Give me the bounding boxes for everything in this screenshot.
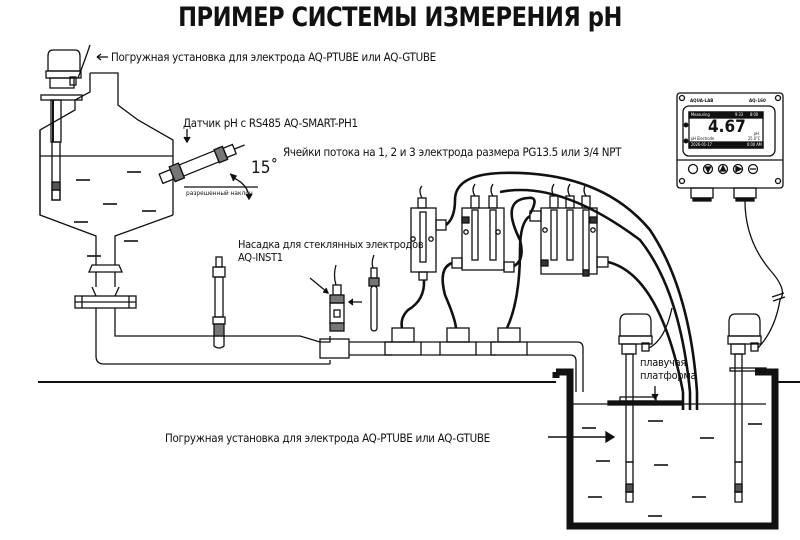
controller-down-button[interactable] (702, 163, 714, 175)
smart-ph-sensor (158, 143, 245, 185)
inline-ph-electrode (212, 256, 226, 349)
diagram-title: ПРИМЕР СИСТЕМЫ ИЗМЕРЕНИЯ pH (178, 2, 622, 33)
controller-time-b: 8:00 (750, 112, 759, 117)
controller-sensor: pH Electrode (691, 136, 715, 141)
flow-cell-2 (451, 183, 515, 273)
adapter-leader (309, 277, 328, 293)
label-bottom-immersion-holder: Погружная установка для электрода AQ-PTU… (165, 431, 490, 445)
controller-date: 2026-01-17 (691, 142, 712, 147)
controller-model: AQ-160 (749, 99, 766, 104)
controller-temperature: 25.0°C (748, 136, 761, 141)
process-tank (39, 72, 330, 365)
controller-time-a: 9:33 (735, 112, 744, 117)
label-top-immersion-holder: Погружная установка для электрода AQ-PTU… (111, 50, 436, 64)
label-floating-platform-2: платформа (640, 369, 697, 382)
pit-immersion-holder-1 (618, 307, 673, 503)
glass-electrode (368, 254, 380, 332)
controller-up-button[interactable] (717, 163, 729, 175)
label-smart-sensor: Датчик pH с RS485 AQ-SMART-PH1 (183, 116, 358, 130)
controller-unit: pH (754, 131, 759, 136)
flow-cell-3 (529, 183, 609, 277)
label-glass-adapter-model: AQ-INST1 (238, 251, 283, 264)
main-pipe (319, 327, 584, 392)
glass-electrode-adapter (329, 264, 345, 332)
label-glass-adapter: Насадка для стеклянных электродов (238, 238, 424, 251)
label-floating-platform: плавучая (640, 356, 687, 369)
pit-immersion-holder-2 (727, 299, 781, 503)
controller-ph-value: 4.67 (708, 117, 746, 137)
controller-right-button[interactable] (732, 163, 744, 175)
tank-immersion-holder (40, 44, 91, 201)
controller-enter-button[interactable] (687, 163, 699, 175)
ground-and-pit (38, 368, 800, 530)
label-allowed-tilt: разрешенный наклон (186, 189, 253, 197)
label-tilt-angle: 15˚ (251, 158, 279, 178)
flow-tubes (400, 171, 699, 410)
ph-controller (676, 92, 786, 302)
label-flow-cells: Ячейки потока на 1, 2 и 3 электрода разм… (283, 145, 622, 159)
controller-escape-button[interactable] (747, 163, 759, 175)
controller-brand: AQUA-LAB (690, 99, 714, 104)
controller-clock: 0:00 AM (747, 142, 762, 147)
controller-status: Measuring (691, 112, 710, 117)
flow-cell-1 (410, 185, 447, 281)
